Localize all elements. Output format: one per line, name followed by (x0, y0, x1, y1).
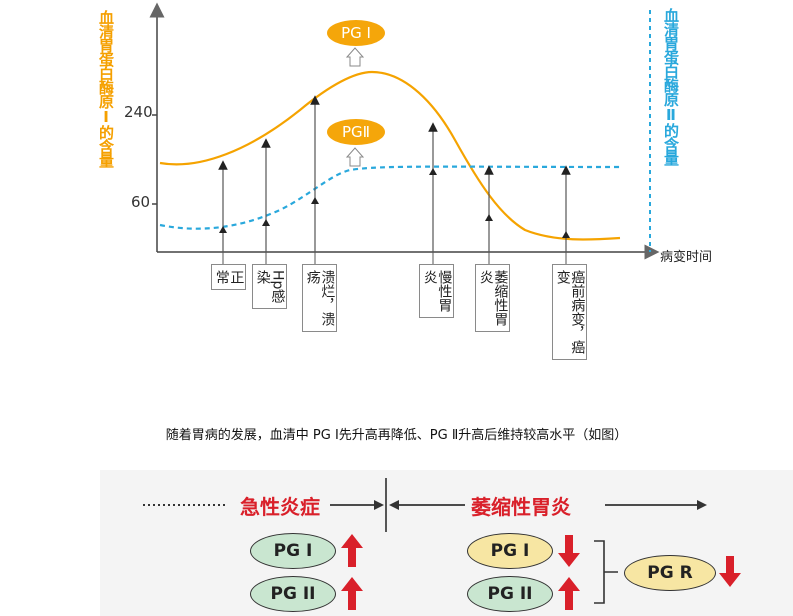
stage-box-cancer: 癌前病变，癌 变 (552, 264, 588, 360)
stage-text: 炎 (421, 270, 438, 284)
stage-text: 溃烂，溃 (319, 270, 336, 326)
y-axis-label-pg2: 血清胃蛋白酶原Ⅱ的含量 (662, 8, 680, 165)
stage-text: 癌前病变，癌 (569, 270, 586, 354)
stage-box-ulcer: 溃烂，溃 疡 (302, 264, 338, 332)
atrophic-pg2-oval: PG II (467, 576, 553, 612)
stage-text: 慢性胃 (436, 270, 453, 312)
pg-comparison-panel (100, 470, 793, 616)
stage-box-atrophic: 萎缩性胃 炎 (475, 264, 511, 332)
figure-caption: 随着胃病的发展，血清中 PG Ⅰ先升高再降低、PG Ⅱ升高后维持较高水平（如图） (165, 428, 628, 443)
stage-text: 炎 (477, 270, 494, 284)
stage-text: 变 (554, 270, 571, 284)
stage-text: 正 (228, 270, 245, 284)
stage-box-normal: 正 常 (211, 264, 247, 290)
acute-inflammation-title: 急性炎症 (236, 491, 324, 520)
pg2-marker-4 (429, 168, 437, 175)
pg1-up-arrow (345, 47, 365, 67)
stage-text: 常 (213, 270, 230, 284)
pg2-marker-2 (262, 219, 270, 226)
pg1-label-pill: PG Ⅰ (327, 20, 385, 46)
stage-text: Hp感 (269, 270, 286, 304)
stage-box-hp: Hp感 染 (252, 264, 288, 310)
pg2-marker-3 (311, 197, 319, 204)
atrophic-gastritis-title: 萎缩性胃炎 (467, 491, 575, 520)
pg2-marker-1 (219, 226, 227, 233)
pg2-marker-6 (562, 231, 570, 238)
acute-pg1-oval: PG I (250, 533, 336, 569)
x-axis-label: 病变时间 (660, 250, 713, 265)
pg2-curve (159, 165, 621, 230)
y-tick-label-240: 240 (124, 103, 153, 121)
atrophic-pg1-oval: PG I (467, 533, 553, 569)
pg2-up-arrow (345, 147, 365, 167)
acute-pg2-oval: PG II (250, 576, 336, 612)
pg2-marker-5 (485, 214, 493, 221)
pgr-oval: PG R (624, 555, 716, 591)
y-tick-label-60: 60 (131, 193, 151, 211)
y-axis-label-pg1: 血清胃蛋白酶原Ⅰ的含量 (97, 10, 115, 167)
stage-text: 疡 (304, 270, 321, 284)
stage-text: 染 (254, 270, 271, 284)
pg1-curve (159, 70, 621, 241)
stage-text: 萎缩性胃 (492, 270, 509, 326)
stage-box-chronic: 慢性胃 炎 (419, 264, 455, 318)
pg2-label-pill: PGⅡ (327, 119, 385, 145)
